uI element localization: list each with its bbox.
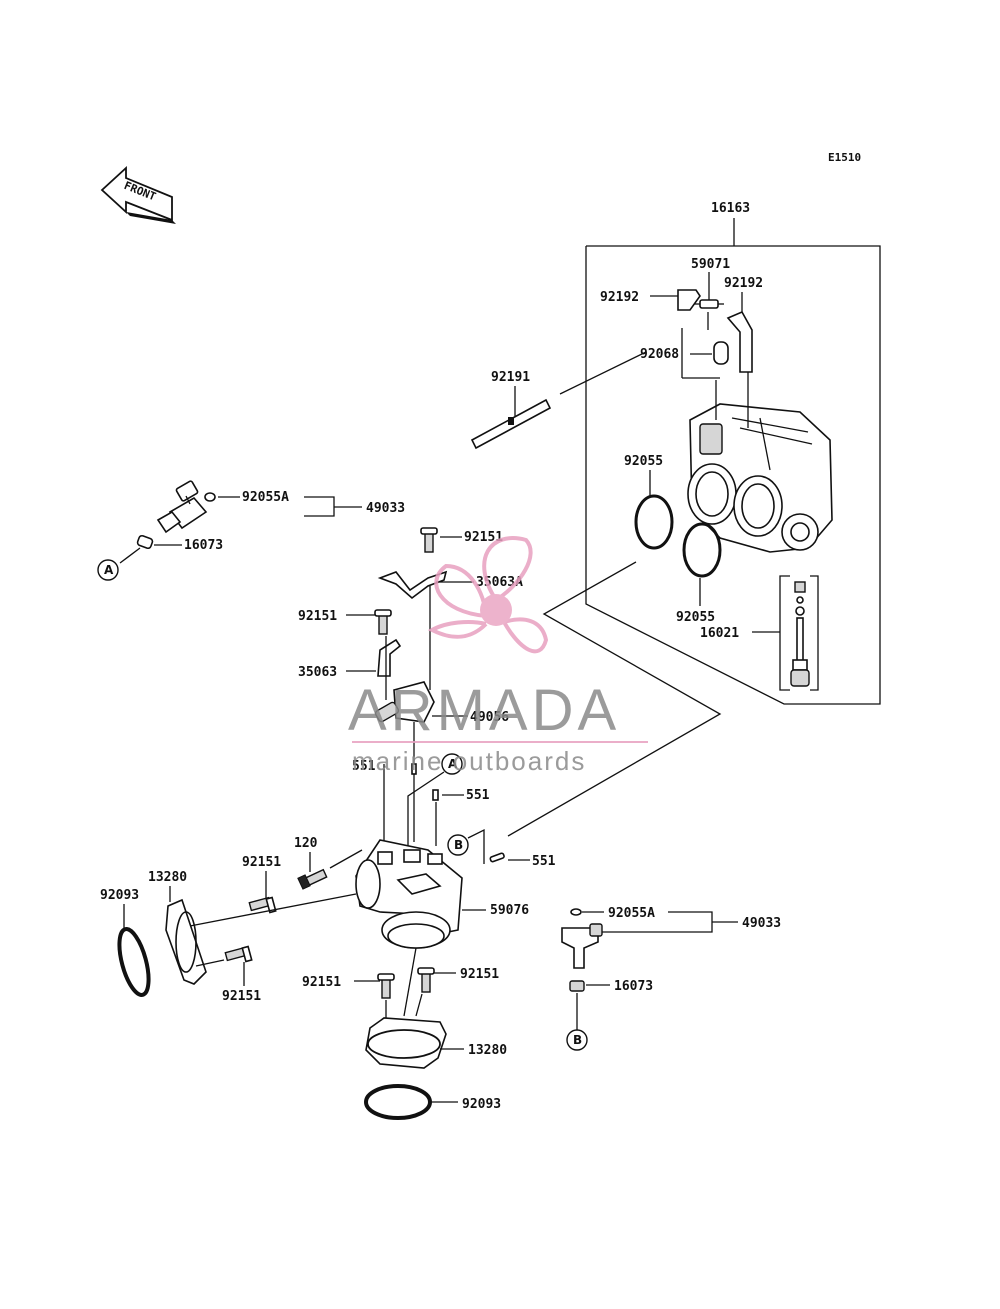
- gasket-92093-left: [117, 927, 151, 997]
- part-label-35063: 35063: [298, 665, 337, 680]
- connector-59071: [694, 299, 724, 309]
- part-label-13280-left: 13280: [148, 870, 187, 885]
- part-label-92151-d: 92151: [222, 989, 261, 1004]
- injector-49033-bottom: [561, 923, 603, 969]
- part-label-92093-bottom: 92093: [462, 1097, 501, 1112]
- part-label-13280-bottom: 13280: [468, 1043, 507, 1058]
- sensor-49056: [374, 681, 435, 723]
- part-label-16073-top: 16073: [184, 538, 223, 553]
- seal-16073-top: [136, 534, 154, 550]
- dowel-551-c: [489, 852, 505, 863]
- screw-92151-e: [381, 977, 391, 999]
- front-arrow-icon: FRONT: [100, 165, 176, 224]
- part-label-49033-top: 49033: [366, 501, 405, 516]
- o-ring-92055A-top: [204, 492, 216, 502]
- propeller-icon: [427, 536, 549, 654]
- part-label-92068: 92068: [640, 347, 679, 362]
- dowel-551-b: [432, 789, 439, 801]
- part-label-92093-left: 92093: [100, 888, 139, 903]
- screw-92151-b: [378, 613, 388, 635]
- part-label-16163: 16163: [711, 201, 750, 216]
- ref-marker-b-center: [447, 834, 469, 856]
- ref-marker-a-center-label: A: [448, 757, 458, 771]
- gasket-13280-bottom: [365, 1017, 447, 1069]
- seal-16073-bottom: [569, 980, 585, 992]
- watermark-brand: ARMADA: [348, 678, 620, 743]
- screw-92151-f: [421, 971, 431, 993]
- part-label-551-b: 551: [466, 788, 490, 803]
- sensor-16021: [790, 581, 810, 687]
- part-label-120: 120: [294, 836, 318, 851]
- kit-16163-frame: [585, 218, 881, 705]
- ref-marker-a-left: [97, 559, 119, 581]
- injector-49033-top: [156, 480, 208, 534]
- gasket-13280-left: [165, 898, 207, 985]
- bracket-35063: [377, 638, 402, 677]
- part-label-49033-bottom: 49033: [742, 916, 781, 931]
- hose-92192-left: [677, 289, 701, 311]
- intake-manifold-59076: [355, 839, 463, 949]
- o-ring-92055-top: [634, 494, 674, 550]
- pipe-92191: [470, 398, 552, 450]
- part-label-16073-bottom: 16073: [614, 979, 653, 994]
- gasket-92093-bottom: [364, 1084, 432, 1120]
- ref-marker-b-bottom-label: B: [573, 1033, 582, 1047]
- part-label-551-a: 551: [352, 759, 376, 774]
- bracket-35063A: [377, 570, 448, 600]
- hose-92068: [713, 341, 729, 365]
- part-label-92151-b: 92151: [298, 609, 337, 624]
- part-label-92151-c: 92151: [242, 855, 281, 870]
- watermark-tagline: marine outboards: [352, 746, 586, 776]
- o-ring-92055A-bottom: [570, 908, 582, 916]
- ref-marker-a-left-label: A: [104, 563, 114, 577]
- part-label-92151-a: 92151: [464, 530, 503, 545]
- part-label-92151-e: 92151: [302, 975, 341, 990]
- o-ring-92055-bottom: [682, 522, 722, 578]
- part-label-92055A-bottom: 92055A: [608, 906, 655, 921]
- ref-marker-b-bottom: [566, 1029, 588, 1051]
- ref-marker-a-center: [441, 753, 463, 775]
- part-label-92151-f: 92151: [460, 967, 499, 982]
- part-label-92055-bottom: 92055: [676, 610, 715, 625]
- part-label-59076: 59076: [490, 903, 529, 918]
- watermark-logo: ARMADA marine outboards: [348, 536, 648, 776]
- diagram-code: E1510: [828, 151, 861, 164]
- part-label-92055A-top: 92055A: [242, 490, 289, 505]
- part-label-92192-left: 92192: [600, 290, 639, 305]
- part-label-49056: 49056: [470, 710, 509, 725]
- part-label-59071: 59071: [691, 257, 730, 272]
- part-label-551-c: 551: [532, 854, 556, 869]
- throttle-body: [687, 312, 833, 553]
- part-label-92192-right: 92192: [724, 276, 763, 291]
- part-label-16021: 16021: [700, 626, 739, 641]
- bolt-120: [297, 868, 328, 890]
- ref-marker-b-center-label: B: [454, 838, 463, 852]
- part-label-92055-top: 92055: [624, 454, 663, 469]
- hose-92192-right: [726, 310, 753, 373]
- part-label-92191: 92191: [491, 370, 530, 385]
